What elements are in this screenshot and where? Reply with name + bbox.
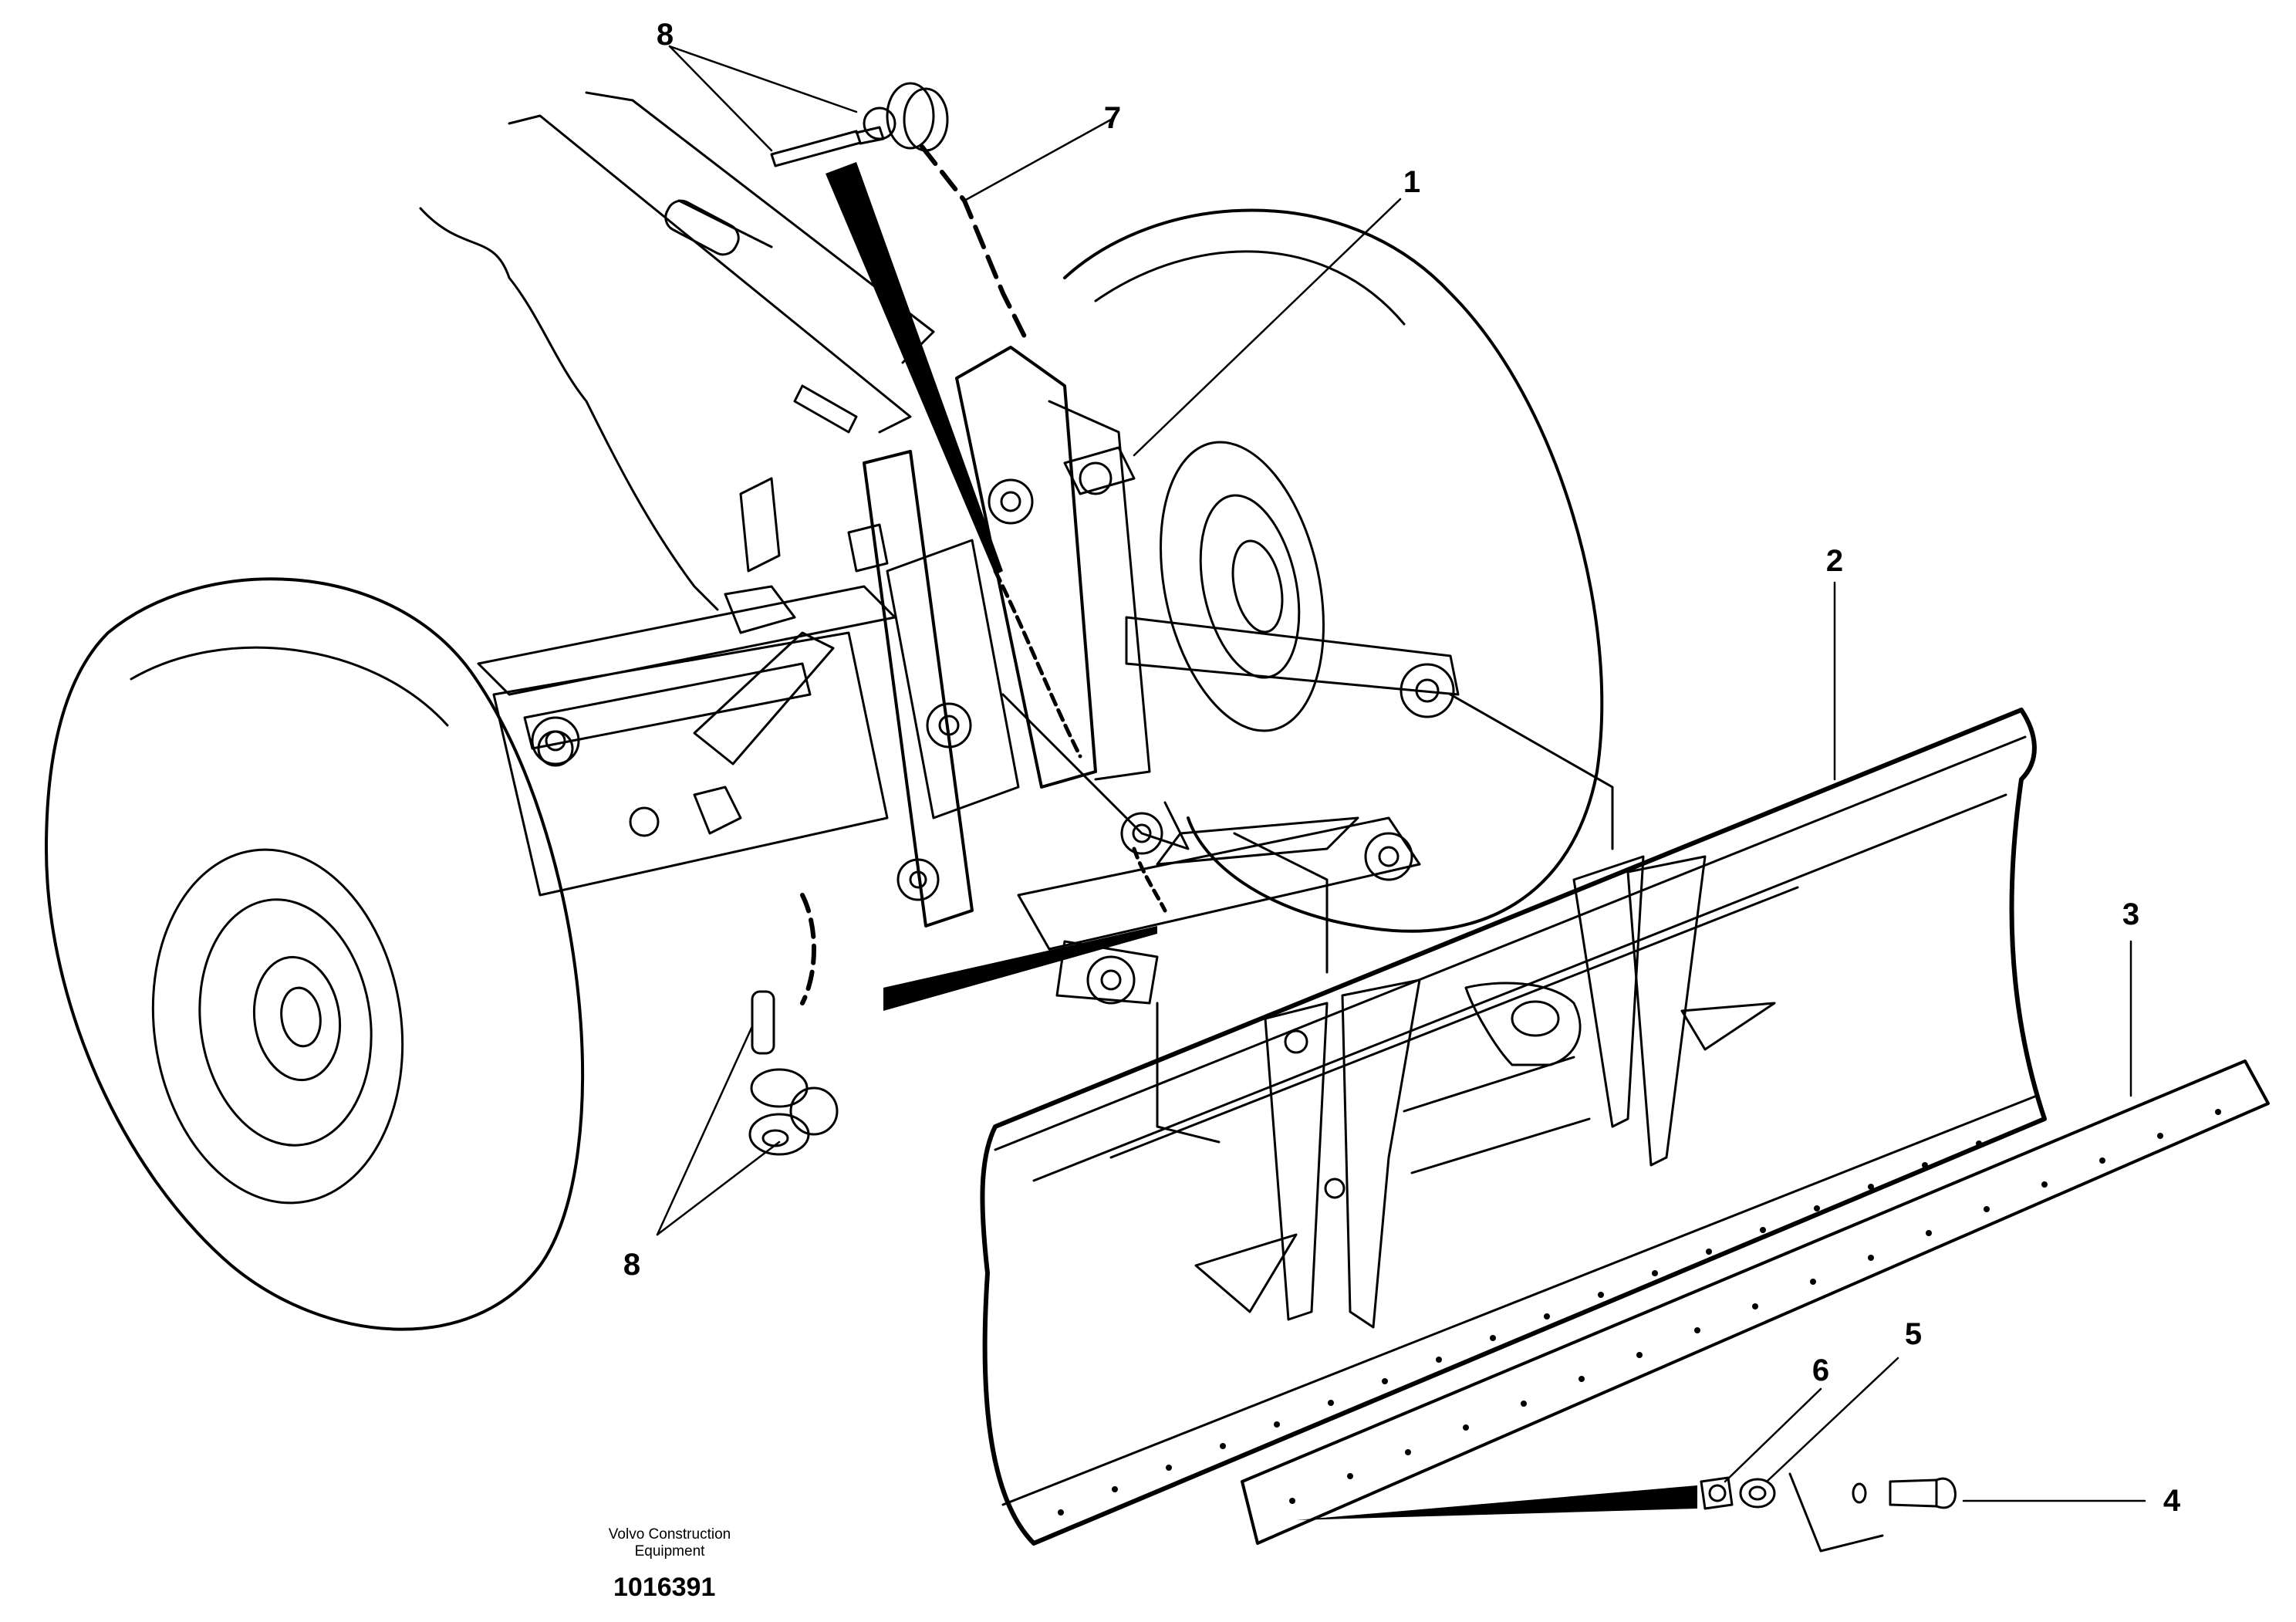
shackle-and-pin-bottom bbox=[748, 893, 839, 1156]
figure-number: 1016391 bbox=[613, 1573, 716, 1602]
callout-8-top: 8 bbox=[656, 18, 674, 52]
brand-block: Volvo Construction Equipment bbox=[569, 1526, 770, 1560]
callout-5: 5 bbox=[1904, 1317, 1923, 1351]
brand-line-2: Equipment bbox=[634, 1543, 705, 1559]
blade-bolt-holes bbox=[1058, 1140, 1982, 1516]
shackle-and-pin-top bbox=[770, 82, 949, 167]
brand-line-1: Volvo Construction bbox=[608, 1526, 731, 1543]
cutting-edge-bolt-holes bbox=[1289, 1109, 2221, 1504]
callout-8-bottom: 8 bbox=[623, 1248, 641, 1282]
blade-mount-assembly bbox=[847, 144, 1614, 1144]
callout-1: 1 bbox=[1403, 165, 1421, 199]
wedge-pointers bbox=[826, 162, 1697, 1520]
callout-7: 7 bbox=[1103, 101, 1122, 135]
cutting-edge bbox=[1241, 1059, 2270, 1545]
wheel-left bbox=[45, 577, 585, 1331]
callout-3: 3 bbox=[2122, 897, 2140, 931]
dozer-blade bbox=[980, 708, 2047, 1546]
wheel-right bbox=[1063, 208, 1604, 933]
machine-frame bbox=[419, 91, 935, 897]
callout-2: 2 bbox=[1825, 544, 1844, 578]
callout-4: 4 bbox=[2163, 1484, 2181, 1518]
fasteners bbox=[1700, 1472, 1957, 1553]
callout-6: 6 bbox=[1811, 1353, 1830, 1387]
leader-lines bbox=[656, 45, 2146, 1502]
